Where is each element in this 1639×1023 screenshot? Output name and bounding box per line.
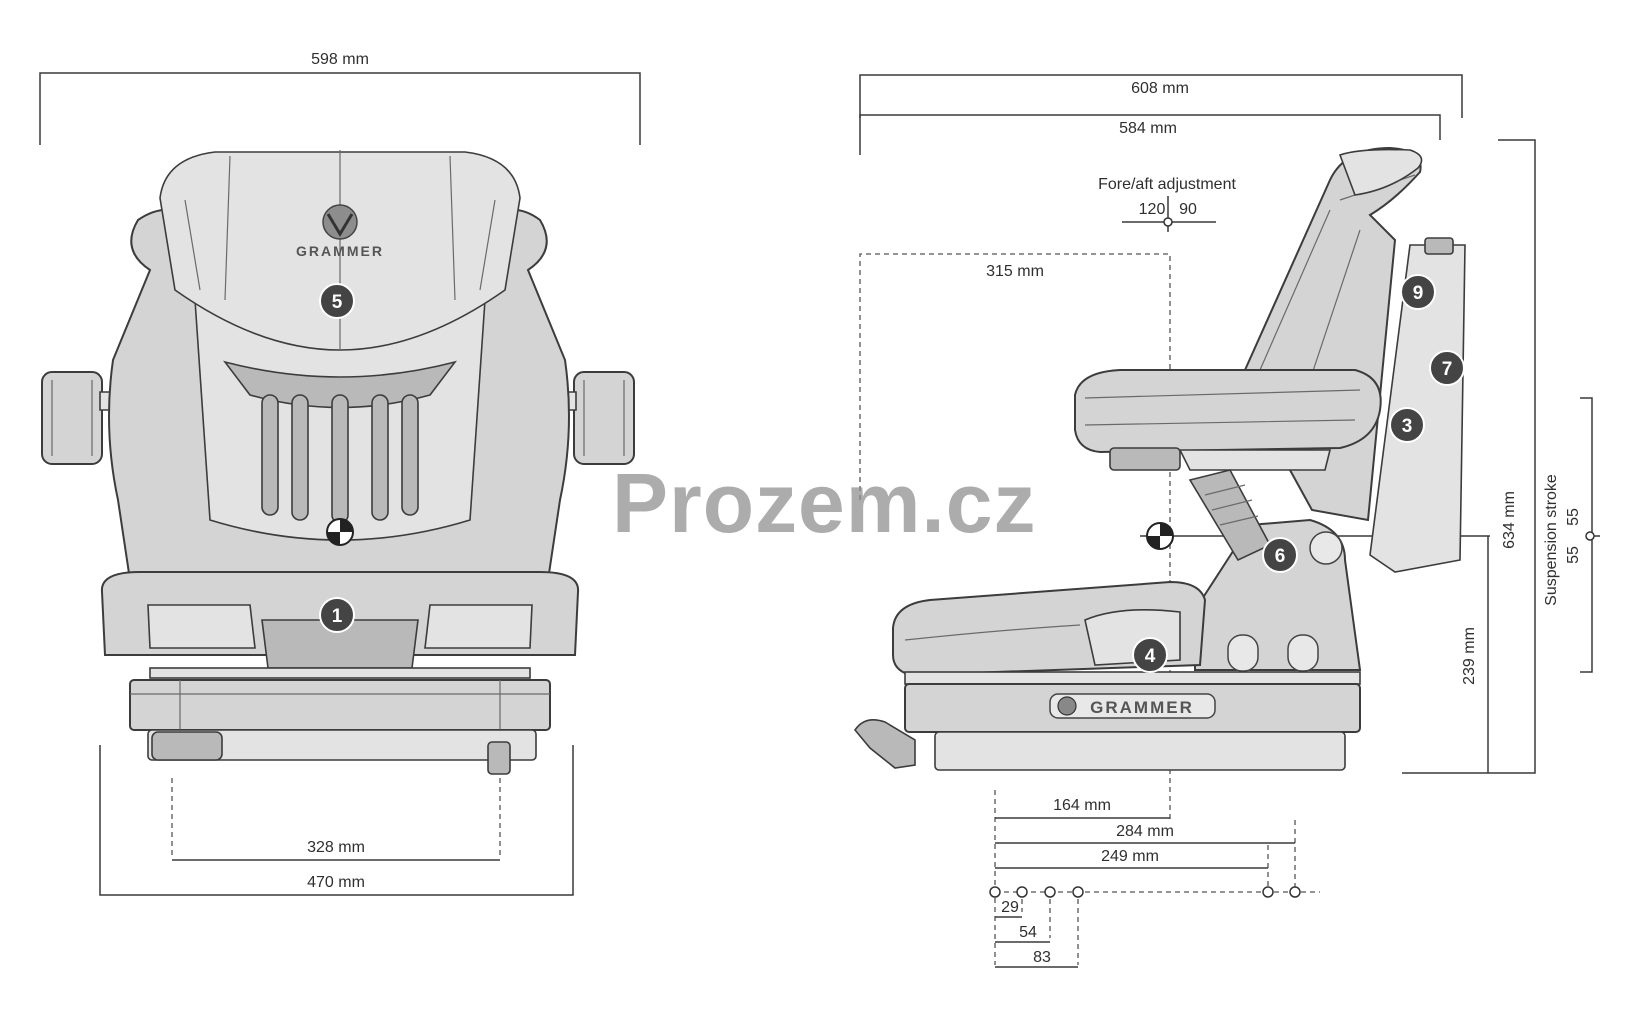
callout-1: 1 [319, 597, 355, 633]
svg-text:7: 7 [1442, 359, 1453, 380]
hole-54-label: 54 [1019, 924, 1037, 941]
front-mount-dimensions: 328 mm 470 mm [99, 745, 574, 896]
fore-aft-back-value: 120 [1139, 201, 1166, 218]
svg-text:6: 6 [1275, 546, 1286, 567]
front-suspension-base [129, 667, 551, 775]
front-lumbar-ribs [222, 360, 458, 524]
callout-7: 7 [1429, 350, 1465, 386]
front-width-dimension: 598 mm [39, 51, 641, 145]
side-armrest [1074, 369, 1382, 471]
suspension-stroke-label: Suspension stroke [1543, 474, 1560, 606]
front-base-width-label: 470 mm [307, 874, 365, 891]
callout-4: 4 [1132, 637, 1168, 673]
side-depth-dimensions: 608 mm 584 mm [859, 74, 1463, 155]
stroke-down-value: 55 [1565, 546, 1582, 564]
stroke-up-value: 55 [1565, 508, 1582, 526]
fore-aft-forward-value: 90 [1179, 201, 1197, 218]
side-suspension-base: GRAMMER [854, 671, 1361, 771]
svg-text:3: 3 [1402, 416, 1413, 437]
front-sip-symbol [326, 518, 354, 546]
side-brand-text: GRAMMER [1090, 698, 1194, 717]
front-mount-width-label: 328 mm [307, 839, 365, 856]
svg-text:5: 5 [332, 292, 343, 313]
mount-249-label: 249 mm [1101, 848, 1159, 865]
side-height-dimensions: 634 mm 239 mm [1402, 139, 1536, 774]
fore-aft-adjustment: Fore/aft adjustment 120 90 [1098, 176, 1236, 232]
side-sip-symbol [1146, 522, 1174, 550]
hole-29-label: 29 [1001, 899, 1019, 916]
side-mount-dimensions: 164 mm 284 mm 249 mm 29 54 83 [989, 790, 1320, 968]
front-brand-logo: GRAMMER [296, 204, 384, 259]
side-seat-depth-label: 584 mm [1119, 120, 1177, 137]
side-belt-buckle [1188, 469, 1272, 562]
side-total-depth-label: 608 mm [1131, 80, 1189, 97]
callout-3: 3 [1389, 407, 1425, 443]
sip-height-label: 239 mm [1461, 627, 1478, 685]
svg-text:1: 1 [332, 606, 343, 627]
front-width-label: 598 mm [311, 51, 369, 68]
callout-5: 5 [319, 283, 355, 319]
mount-284-label: 284 mm [1116, 823, 1174, 840]
hole-83-label: 83 [1033, 949, 1051, 966]
svg-text:4: 4 [1145, 646, 1156, 667]
fore-aft-label: Fore/aft adjustment [1098, 176, 1236, 193]
callout-6: 6 [1262, 537, 1298, 573]
suspension-stroke: Suspension stroke 55 55 [1543, 397, 1600, 673]
svg-text:9: 9 [1413, 283, 1424, 304]
front-view: 598 mm [39, 51, 641, 896]
sip-distance-label: 315 mm [986, 263, 1044, 280]
side-rear-panel [1369, 244, 1466, 573]
callout-9: 9 [1400, 274, 1436, 310]
side-view: 608 mm 584 mm Fore/aft adjustment 120 90… [854, 74, 1600, 968]
mount-164-label: 164 mm [1053, 797, 1111, 814]
front-brand-text: GRAMMER [296, 243, 384, 259]
total-height-label: 634 mm [1501, 491, 1518, 549]
